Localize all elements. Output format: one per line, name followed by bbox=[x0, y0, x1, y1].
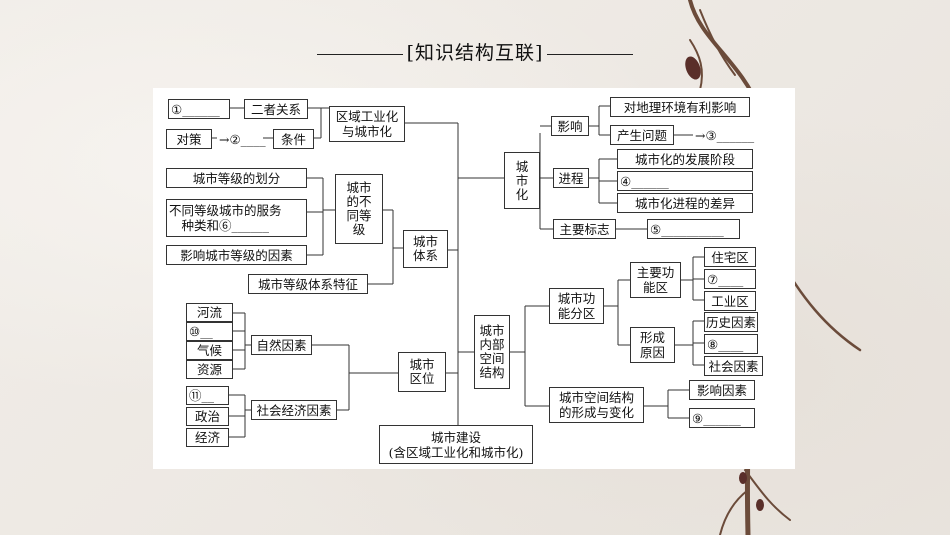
grade-division-box: 城市等级的划分 bbox=[166, 168, 307, 188]
politics-box: 政治 bbox=[186, 407, 229, 426]
service-types-box: 不同等级城市的服务 种类和⑥______ bbox=[166, 199, 307, 237]
page-title: [知识结构互联] bbox=[0, 38, 950, 65]
blank-9-box: ⑨______ bbox=[689, 408, 755, 428]
city-construction-box: 城市建设 (含区域工业化和城市化) bbox=[379, 425, 533, 464]
concept-map-panel: ①______ 二者关系 区域工业化 与城市化 对策 →②____ 条件 城市等… bbox=[153, 88, 795, 469]
system-features-box: 城市等级体系特征 bbox=[248, 274, 368, 294]
blank-1-box: ①______ bbox=[168, 99, 230, 119]
blank-11-box: ⑪__ bbox=[186, 386, 229, 405]
problems-box: 产生问题 bbox=[610, 125, 674, 145]
main-indicator-box: 主要标志 bbox=[553, 219, 616, 239]
historical-factors-box: 历史因素 bbox=[704, 312, 758, 332]
blank-3-text: →③______ bbox=[693, 125, 754, 145]
city-location-box: 城市 区位 bbox=[398, 352, 446, 392]
internal-structure-box: 城市 内部 空间 结构 bbox=[474, 315, 510, 389]
regional-industrialization-box: 区域工业化 与城市化 bbox=[329, 106, 405, 142]
formation-reasons-box: 形成 原因 bbox=[630, 327, 675, 363]
countermeasure-box: 对策 bbox=[166, 129, 212, 149]
climate-box: 气候 bbox=[186, 341, 233, 360]
blank-2-text: →②____ bbox=[217, 129, 266, 149]
river-box: 河流 bbox=[186, 303, 233, 322]
city-system-box: 城市 体系 bbox=[403, 230, 448, 268]
resources-box: 资源 bbox=[186, 360, 233, 379]
residential-box: 住宅区 bbox=[704, 247, 756, 267]
influence-box: 影响 bbox=[551, 116, 589, 136]
natural-factors-box: 自然因素 bbox=[251, 335, 312, 355]
connector-lines bbox=[212, 105, 704, 438]
influencing-factors-box: 影响因素 bbox=[689, 380, 755, 400]
process-differences-box: 城市化进程的差异 bbox=[617, 193, 753, 213]
social-factors-box: 社会因素 bbox=[704, 356, 763, 376]
blank-4-box: ④______ bbox=[617, 171, 753, 191]
development-stages-box: 城市化的发展阶段 bbox=[617, 149, 753, 169]
blank-7-box: ⑦____ bbox=[704, 269, 756, 289]
conditions-box: 条件 bbox=[273, 129, 314, 149]
grade-factors-box: 影响城市等级的因素 bbox=[166, 245, 307, 265]
beneficial-influence-box: 对地理环境有利影响 bbox=[610, 97, 750, 117]
industrial-box: 工业区 bbox=[704, 291, 756, 311]
urbanization-box: 城 市 化 bbox=[504, 152, 540, 209]
blank-5-box: ⑤__________ bbox=[647, 219, 740, 239]
blank-8-box: ⑧____ bbox=[704, 334, 758, 354]
socioeconomic-factors-box: 社会经济因素 bbox=[251, 400, 337, 420]
economy-box: 经济 bbox=[186, 428, 229, 447]
title-text: [知识结构互联] bbox=[406, 42, 544, 64]
process-box: 进程 bbox=[553, 168, 589, 188]
functional-zones-box: 城市功 能分区 bbox=[549, 288, 604, 324]
relationship-box: 二者关系 bbox=[244, 99, 308, 119]
spatial-structure-change-box: 城市空间结构 的形成与变化 bbox=[549, 387, 644, 423]
blank-10-box: ⑩__ bbox=[186, 322, 233, 341]
different-grades-box: 城市 的不 同等 级 bbox=[335, 174, 383, 244]
title-rule-left bbox=[316, 53, 403, 55]
main-functional-zones-box: 主要功 能区 bbox=[630, 262, 681, 298]
title-rule-right bbox=[547, 53, 634, 55]
